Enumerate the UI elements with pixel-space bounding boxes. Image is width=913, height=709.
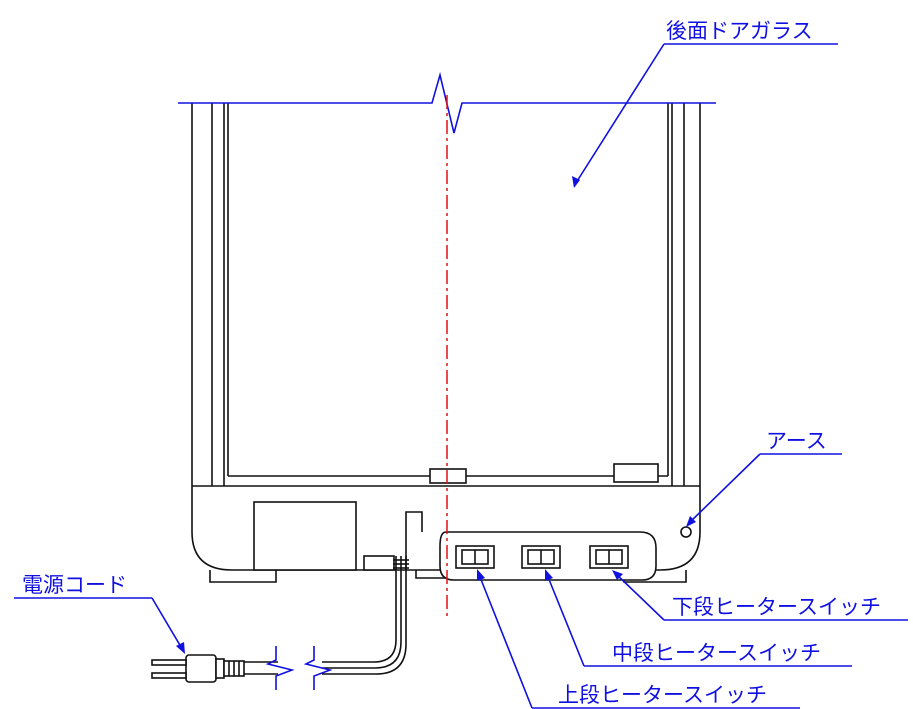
- earth-label: アース: [766, 429, 827, 453]
- cabinet: [191, 103, 701, 583]
- terminal-box: [253, 501, 357, 571]
- power-cord-label: 電源コード: [22, 573, 127, 597]
- earth-terminal: [680, 526, 692, 538]
- power-cord-drawing: [151, 556, 409, 683]
- cord-clamp: [363, 555, 395, 571]
- leader-lines: [14, 43, 908, 709]
- rear-door-glass-label: 後面ドアガラス: [666, 19, 813, 43]
- lower-heater-switch-label: 下段ヒータースイッチ: [672, 595, 881, 619]
- plug-prong-top: [151, 659, 187, 666]
- upper-heater-switch-label: 上段ヒータースイッチ: [558, 683, 767, 707]
- plug-body: [185, 654, 217, 683]
- middle-heater-switch-label: 中段ヒータースイッチ: [612, 641, 821, 665]
- switch-panel-outline: [405, 511, 423, 570]
- glass-clip: [429, 468, 467, 484]
- cord-break-left: [265, 646, 295, 690]
- plug-prong-bottom: [151, 672, 187, 679]
- cord-break-right: [303, 646, 333, 690]
- glass-stopper: [613, 463, 659, 483]
- lower-heater-switch[interactable]: [589, 545, 629, 569]
- middle-heater-switch[interactable]: [521, 545, 561, 569]
- upper-heater-switch[interactable]: [455, 545, 495, 569]
